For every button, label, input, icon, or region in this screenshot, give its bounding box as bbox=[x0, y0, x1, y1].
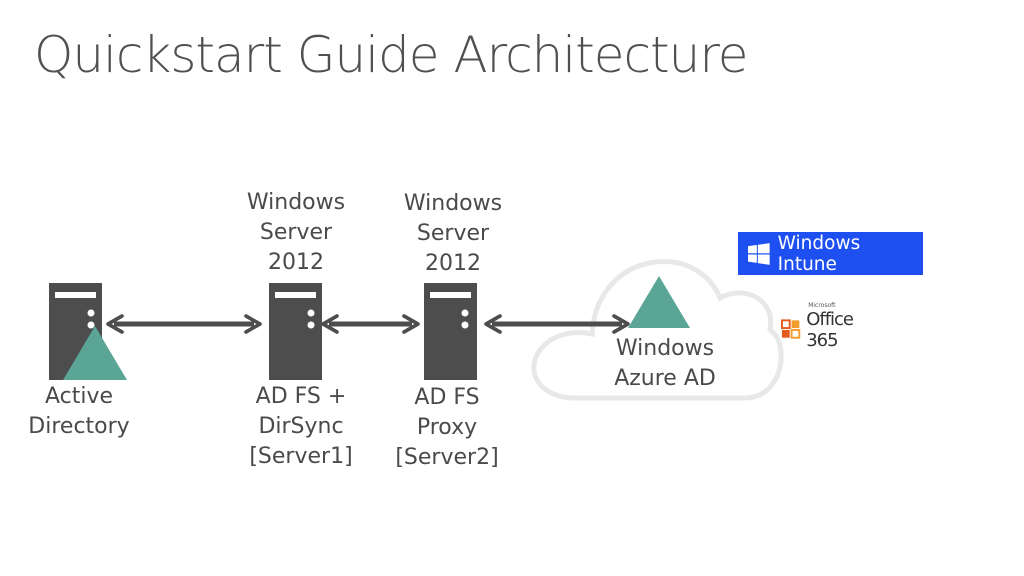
label-line: Proxy bbox=[416, 415, 478, 440]
label-line: Server bbox=[416, 221, 490, 246]
microsoft-brand-text: Microsoft bbox=[808, 302, 836, 309]
label-line: AD FS bbox=[414, 385, 480, 410]
server2-icon bbox=[424, 283, 477, 380]
office-365-text: Office 365 bbox=[806, 309, 854, 351]
label-line: Server bbox=[259, 220, 333, 245]
label-line: Windows bbox=[246, 190, 346, 215]
label-line: 2012 bbox=[425, 251, 481, 276]
azure-ad-triangle-icon bbox=[628, 276, 690, 328]
label-line: Directory bbox=[28, 414, 130, 439]
label-line: Windows bbox=[615, 336, 715, 361]
label-line: Windows bbox=[403, 191, 503, 216]
office-logo-icon bbox=[781, 319, 801, 339]
label-line: [Server2] bbox=[395, 445, 499, 470]
server1-role-label: AD FS + DirSync [Server1] bbox=[241, 382, 361, 472]
office-365-wordmark: Microsoft Office 365 bbox=[806, 302, 886, 351]
office-365-logo: Microsoft Office 365 bbox=[781, 302, 886, 351]
label-line: Active bbox=[44, 384, 114, 409]
label-line: Azure AD bbox=[614, 366, 716, 391]
label-line: AD FS + bbox=[255, 384, 347, 409]
server2-role-label: AD FS Proxy [Server2] bbox=[389, 383, 505, 473]
page-title: Quickstart Guide Architecture bbox=[34, 26, 749, 84]
azure-ad-label: Windows Azure AD bbox=[601, 334, 729, 394]
label-line: DirSync bbox=[258, 414, 344, 439]
active-directory-label: Active Directory bbox=[22, 382, 136, 442]
server2-os-label: Windows Server 2012 bbox=[398, 189, 508, 279]
server1-icon bbox=[269, 283, 322, 380]
windows-intune-logo: Windows Intune bbox=[738, 232, 923, 275]
intune-logo-text: Windows Intune bbox=[777, 232, 861, 275]
server1-os-label: Windows Server 2012 bbox=[241, 188, 351, 278]
active-directory-triangle-icon bbox=[63, 326, 127, 380]
windows-logo-icon bbox=[748, 242, 770, 265]
label-line: [Server1] bbox=[249, 444, 353, 469]
cloud-shape bbox=[531, 258, 784, 401]
label-line: 2012 bbox=[268, 250, 324, 275]
